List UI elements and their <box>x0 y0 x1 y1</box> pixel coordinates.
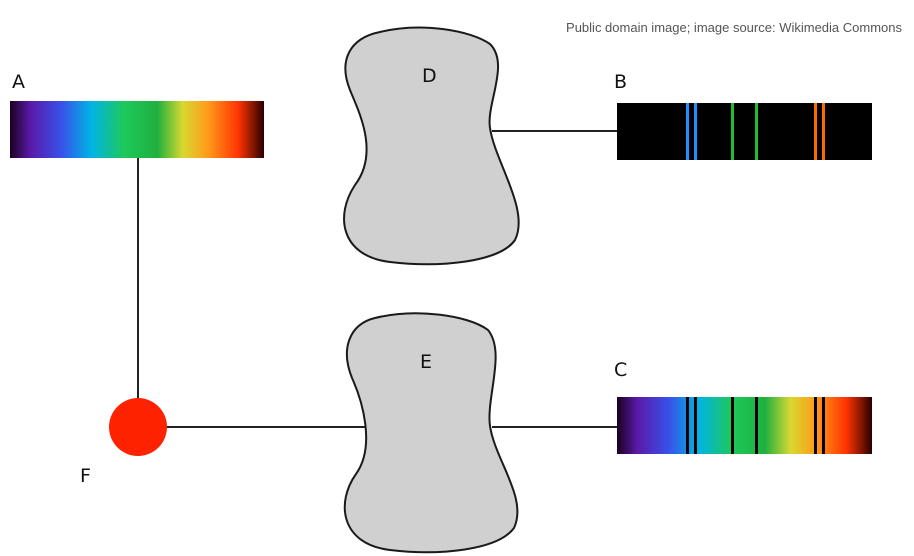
emission-line-orange-1 <box>814 103 817 160</box>
emission-line-green-2 <box>755 103 758 160</box>
label-a: A <box>12 71 25 93</box>
image-credit: Public domain image; image source: Wikim… <box>566 20 902 35</box>
absorption-line-2 <box>694 397 697 454</box>
absorption-line-1 <box>686 397 689 454</box>
emission-line-orange-2 <box>822 103 825 160</box>
label-e: E <box>420 351 432 373</box>
emission-line-green-1 <box>731 103 734 160</box>
label-c: C <box>614 359 627 381</box>
label-f: F <box>80 465 91 487</box>
emission-line-blue-1 <box>686 103 689 160</box>
emission-spectrum-b <box>617 103 872 160</box>
light-source-f <box>109 398 167 456</box>
absorption-line-5 <box>814 397 817 454</box>
label-b: B <box>614 71 627 93</box>
label-d: D <box>422 65 437 87</box>
gas-cloud-d <box>343 26 520 266</box>
continuous-spectrum-a <box>10 101 264 158</box>
absorption-line-4 <box>755 397 758 454</box>
gas-cloud-e <box>343 312 519 554</box>
absorption-line-6 <box>822 397 825 454</box>
emission-line-blue-2 <box>694 103 697 160</box>
absorption-spectrum-c <box>617 397 872 454</box>
absorption-line-3 <box>731 397 734 454</box>
